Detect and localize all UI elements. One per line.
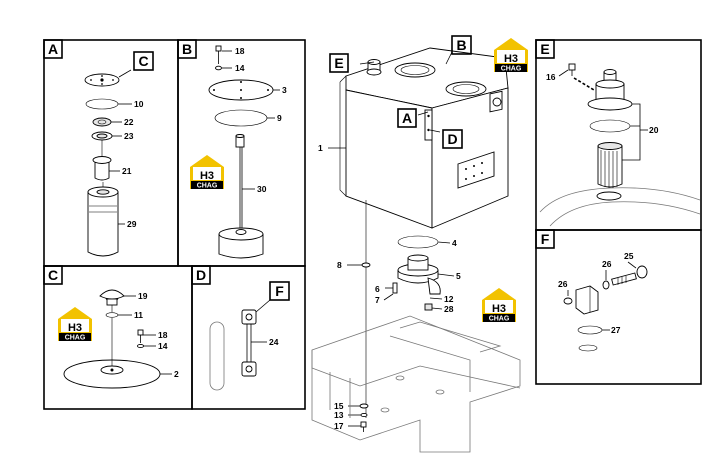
svg-text:D: D — [196, 267, 206, 283]
svg-text:D: D — [447, 131, 457, 147]
panel-b-drawing — [208, 45, 280, 259]
svg-text:B: B — [456, 37, 466, 53]
part-label-20: 20 — [649, 125, 659, 135]
part-label-22: 22 — [124, 117, 134, 127]
svg-text:A: A — [402, 110, 412, 126]
svg-text:H3: H3 — [492, 303, 506, 315]
main-callout-b: B — [451, 35, 472, 55]
svg-text:CHAG: CHAG — [197, 183, 218, 190]
part-label-30: 30 — [257, 184, 267, 194]
panel-d-callout-f: F — [269, 281, 290, 301]
chag-logo-mid: H3 CHAG — [482, 288, 516, 323]
part-label-1: 1 — [318, 143, 323, 153]
part-label-6: 6 — [375, 284, 380, 294]
part-label-24: 24 — [269, 337, 279, 347]
part-label-14b: 14 — [158, 341, 168, 351]
svg-text:B: B — [182, 41, 192, 57]
chag-logo-b: H3 CHAG — [190, 155, 224, 190]
panel-b-tag: B — [177, 39, 197, 59]
panel-d-drawing — [209, 299, 271, 391]
svg-text:H3: H3 — [68, 322, 82, 334]
panel-c-drawing — [63, 289, 172, 389]
main-tank-drawing — [311, 47, 521, 453]
part-label-21: 21 — [122, 166, 132, 176]
svg-text:C: C — [48, 267, 58, 283]
chag-logo-c: H3 CHAG — [58, 307, 92, 342]
part-label-18b: 18 — [158, 330, 168, 340]
svg-text:H3: H3 — [504, 53, 518, 65]
svg-text:H3: H3 — [200, 170, 214, 182]
panel-a-drawing — [84, 69, 132, 257]
main-callout-a: A — [397, 108, 417, 128]
part-label-26b: 26 — [602, 259, 612, 269]
svg-text:E: E — [540, 41, 549, 57]
part-label-11: 11 — [134, 310, 143, 320]
svg-text:F: F — [541, 231, 550, 247]
part-label-5: 5 — [456, 271, 461, 281]
svg-text:E: E — [334, 55, 343, 71]
panel-d-frame — [191, 265, 306, 410]
chag-logo-top: H3 CHAG — [494, 38, 528, 73]
svg-text:CHAG: CHAG — [65, 335, 86, 342]
part-label-4: 4 — [452, 238, 457, 248]
svg-text:CHAG: CHAG — [501, 66, 522, 73]
part-label-29: 29 — [127, 219, 137, 229]
part-label-14: 14 — [235, 63, 245, 73]
panel-d-tag: D — [191, 265, 211, 285]
part-label-15: 15 — [334, 401, 344, 411]
part-label-8: 8 — [337, 260, 342, 270]
part-label-28: 28 — [444, 304, 454, 314]
part-label-9: 9 — [277, 113, 282, 123]
panel-c-tag: C — [43, 265, 63, 285]
part-label-19: 19 — [138, 291, 148, 301]
part-label-16: 16 — [546, 72, 556, 82]
part-label-2: 2 — [174, 369, 179, 379]
main-callout-e: E — [329, 53, 349, 73]
part-label-13: 13 — [334, 410, 344, 420]
part-label-7: 7 — [375, 295, 380, 305]
part-label-3: 3 — [282, 85, 287, 95]
part-label-12: 12 — [444, 294, 454, 304]
part-label-27: 27 — [611, 325, 621, 335]
part-label-10: 10 — [134, 99, 144, 109]
panel-e-drawing — [539, 63, 701, 227]
part-label-18: 18 — [235, 46, 245, 56]
panel-a-callout-c: C — [133, 51, 154, 71]
svg-text:A: A — [48, 41, 58, 57]
panel-f-tag: F — [535, 229, 555, 249]
svg-text:F: F — [275, 283, 284, 299]
panel-a-tag: A — [43, 39, 63, 59]
part-label-26a: 26 — [558, 279, 568, 289]
panel-f-drawing — [563, 261, 648, 352]
svg-text:CHAG: CHAG — [489, 316, 510, 323]
panel-e-tag: E — [535, 39, 555, 59]
part-label-25: 25 — [624, 251, 634, 261]
main-callout-d: D — [442, 129, 463, 149]
svg-text:C: C — [138, 53, 148, 69]
part-label-23: 23 — [124, 131, 134, 141]
panel-f-frame — [535, 229, 702, 385]
part-label-17: 17 — [334, 421, 344, 431]
